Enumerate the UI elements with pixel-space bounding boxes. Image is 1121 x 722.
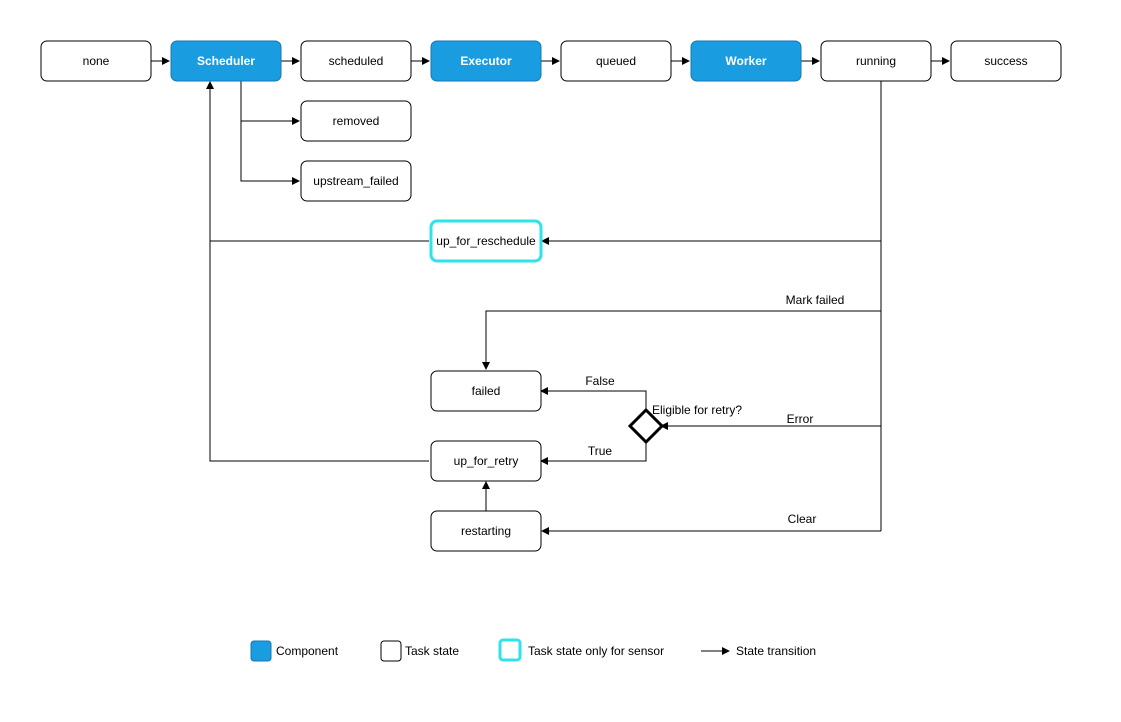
legend-sensor-state-label: Task state only for sensor	[528, 644, 664, 658]
nodes: none Scheduler scheduled Executor queued…	[40, 40, 1062, 552]
edge-scheduler-to-removed	[240, 81, 300, 125]
svg-text:up_for_retry: up_for_retry	[454, 454, 519, 468]
legend-task-state-label: Task state	[405, 644, 459, 658]
legend-component-swatch	[250, 640, 272, 662]
node-up-for-retry: up_for_retry	[430, 440, 542, 482]
legend: Component Task state Task state only for…	[250, 638, 816, 662]
edge-label-clear: Clear	[788, 512, 817, 526]
edge-decision-to-failed	[540, 387, 647, 410]
node-running: running	[820, 40, 932, 82]
edge-label-error: Error	[787, 412, 814, 426]
decision-diamond	[627, 407, 665, 445]
node-worker: Worker	[690, 40, 802, 82]
edge-running-to-failed	[482, 310, 881, 370]
node-scheduler: Scheduler	[170, 40, 282, 82]
svg-text:removed: removed	[333, 114, 380, 128]
svg-text:queued: queued	[596, 54, 636, 68]
svg-text:success: success	[984, 54, 1027, 68]
edge-label-false: False	[585, 374, 615, 388]
svg-text:running: running	[856, 54, 896, 68]
legend-task-state: Task state	[380, 640, 459, 662]
edge-labels: Mark failed Error False True Clear	[585, 293, 844, 526]
edge-decision-to-up-for-retry	[540, 442, 647, 465]
node-none: none	[40, 40, 152, 82]
edge-up-for-retry-to-scheduler	[206, 81, 429, 462]
legend-sensor-state: Task state only for sensor	[498, 638, 664, 662]
legend-transition: State transition	[701, 644, 816, 658]
node-failed: failed	[430, 370, 542, 412]
edges	[151, 57, 950, 535]
svg-text:scheduled: scheduled	[329, 54, 384, 68]
svg-text:Scheduler: Scheduler	[197, 54, 255, 68]
node-queued: queued	[560, 40, 672, 82]
svg-text:upstream_failed: upstream_failed	[313, 174, 398, 188]
svg-text:none: none	[83, 54, 110, 68]
svg-text:failed: failed	[472, 384, 501, 398]
node-upstream-failed: upstream_failed	[300, 160, 412, 202]
svg-text:Executor: Executor	[460, 54, 512, 68]
node-removed: removed	[300, 100, 412, 142]
legend-task-state-swatch	[380, 640, 402, 662]
edge-scheduler-to-upstream-failed	[240, 121, 300, 185]
edge-label-true: True	[588, 444, 613, 458]
legend-component: Component	[250, 640, 339, 662]
legend-sensor-state-swatch	[498, 638, 522, 662]
node-up-for-reschedule: up_for_reschedule	[429, 219, 543, 263]
svg-text:Worker: Worker	[725, 54, 766, 68]
decision-eligible-for-retry: Eligible for retry?	[627, 403, 742, 445]
node-executor: Executor	[430, 40, 542, 82]
svg-text:up_for_reschedule: up_for_reschedule	[436, 234, 536, 248]
decision-label: Eligible for retry?	[652, 403, 742, 417]
node-success: success	[950, 40, 1062, 82]
legend-component-label: Component	[276, 644, 339, 658]
node-scheduled: scheduled	[300, 40, 412, 82]
svg-text:restarting: restarting	[461, 524, 511, 538]
edge-label-mark-failed: Mark failed	[786, 293, 845, 307]
legend-transition-label: State transition	[736, 644, 816, 658]
node-restarting: restarting	[430, 510, 542, 552]
